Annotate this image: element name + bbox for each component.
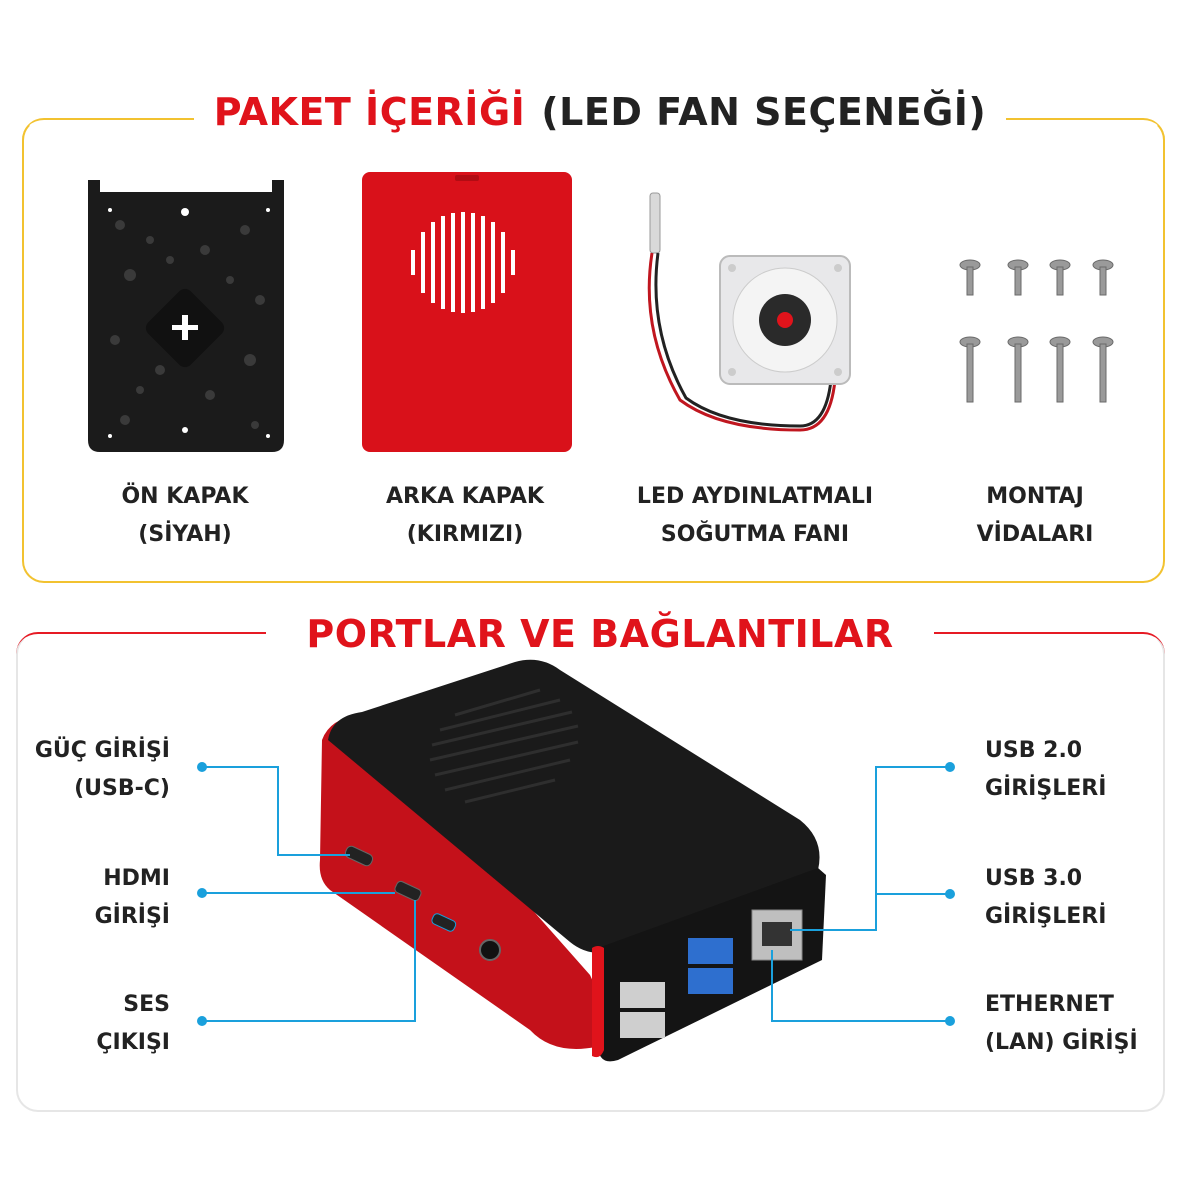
port-label-hdmi: HDMI GİRİŞİ <box>94 866 170 929</box>
port-label-usb2: USB 2.0 GİRİŞLERİ <box>985 738 1107 801</box>
caption-screws: MONTAJ VİDALARI <box>976 484 1094 547</box>
connector-dots <box>197 762 955 1026</box>
port-label-usb3: USB 3.0 GİRİŞLERİ <box>985 866 1107 929</box>
port-label-power: GÜÇ GİRİŞİ (USB-C) <box>34 738 170 801</box>
led-cooling-fan-image <box>647 192 851 432</box>
caption-led-fan: LED AYDINLATMALI SOĞUTMA FANI <box>636 484 874 547</box>
connector-lines <box>202 766 950 1022</box>
mounting-screws-image <box>959 259 1114 403</box>
port-label-ethernet: ETHERNET (LAN) GİRİŞİ <box>985 992 1138 1055</box>
case-image <box>319 659 826 1062</box>
port-label-audio: SES ÇIKIŞI <box>96 992 170 1055</box>
red-back-cover-image <box>362 172 572 452</box>
black-front-cover-image <box>88 180 284 452</box>
caption-back-cover: ARKA KAPAK (KIRMIZI) <box>386 484 544 547</box>
caption-front-cover: ÖN KAPAK (SİYAH) <box>121 484 249 547</box>
package-contents-title: PAKET İÇERİĞİ(LED FAN SEÇENEĞİ) <box>0 90 1200 134</box>
ports-title: PORTLAR VE BAĞLANTILAR <box>0 612 1200 656</box>
